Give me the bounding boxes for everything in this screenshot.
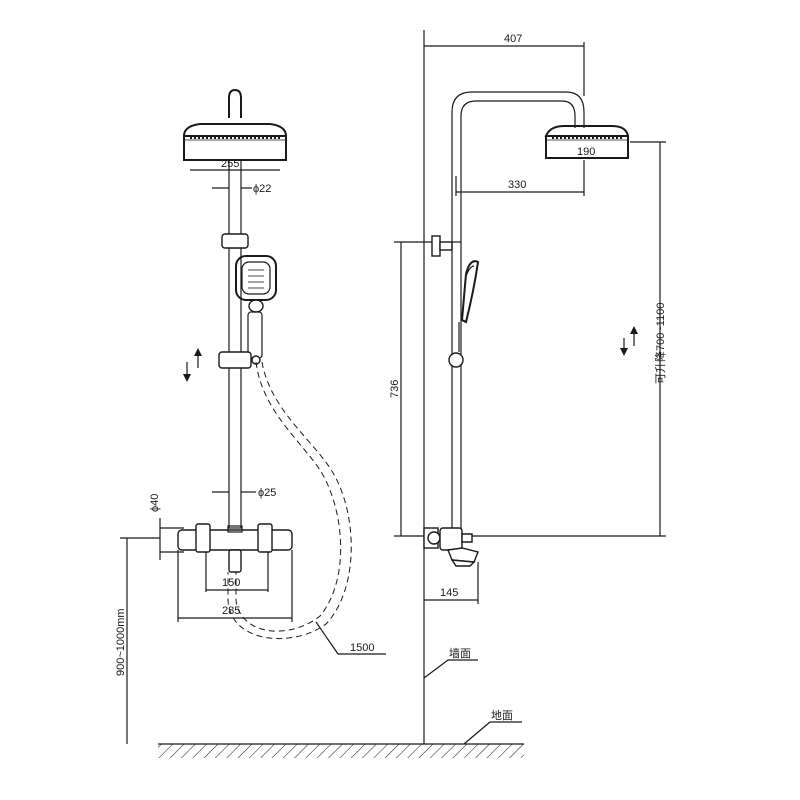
install-height: 900~1000mm xyxy=(115,608,127,676)
hand-shower-side xyxy=(448,260,480,368)
shower-arm xyxy=(451,91,585,242)
valve-width: 285 xyxy=(222,605,240,617)
arm-length: 330 xyxy=(508,179,526,191)
overall-width: 407 xyxy=(504,33,522,45)
head-diameter-side: 190 xyxy=(577,146,595,158)
slider-bracket xyxy=(218,351,252,369)
adjustable-range: 可升降700~1100 xyxy=(653,303,667,384)
thermostatic-valve-side xyxy=(423,527,479,567)
pipe-diameter-upper: ϕ22 xyxy=(253,183,271,195)
wall-label: 墙面 xyxy=(449,646,471,660)
thermostatic-valve-front xyxy=(177,523,293,573)
spout-projection: 145 xyxy=(440,587,458,599)
hose-length: 1500 xyxy=(350,642,374,654)
rain-head-side: 190 xyxy=(544,125,630,159)
upper-bracket xyxy=(221,233,249,249)
adjust-arrows-side xyxy=(620,326,638,356)
hose-dashed xyxy=(227,361,352,640)
upper-wall-bracket-side xyxy=(431,235,453,257)
slide-bar-side xyxy=(451,241,462,533)
adjust-arrows-front xyxy=(183,348,202,382)
floor-label: 地面 xyxy=(491,709,513,722)
hand-shower-front xyxy=(235,255,277,359)
rain-head-front: 255 xyxy=(182,123,288,171)
upper-pipe xyxy=(228,159,242,241)
side-view: 407 190 330 xyxy=(389,30,667,745)
head-diameter-front: 255 xyxy=(221,158,239,170)
pipe-diameter-lower: ϕ25 xyxy=(258,487,276,499)
slide-bar-height: 736 xyxy=(389,380,401,398)
valve-diameter: ϕ40 xyxy=(149,494,161,512)
front-view: 255 ϕ22 xyxy=(115,88,386,744)
inlet-spacing: 150 xyxy=(222,577,240,589)
top-hook xyxy=(228,88,242,118)
floor-line xyxy=(158,743,524,758)
